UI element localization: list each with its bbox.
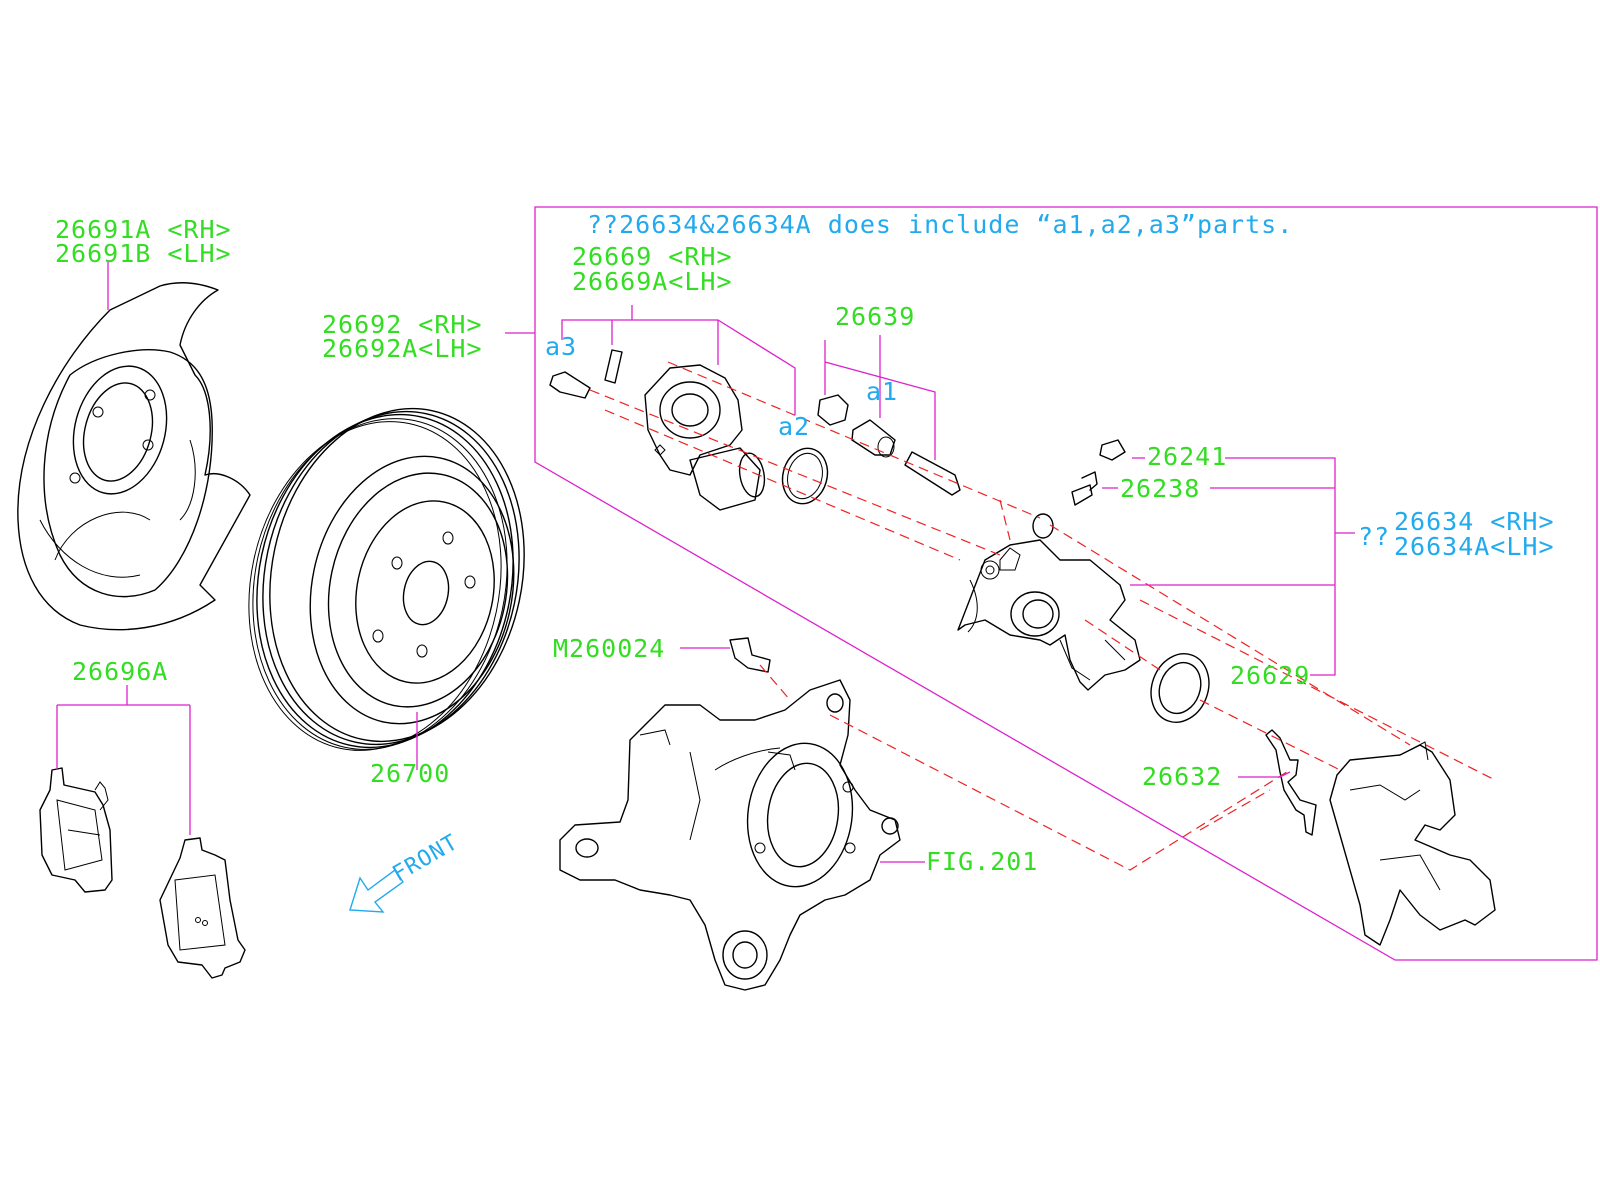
label-26669: 26669 <RH> [572, 242, 733, 271]
label-26238: 26238 [1120, 474, 1200, 503]
small-parts-drawing [549, 349, 1210, 723]
dash-line-lower [604, 409, 1496, 781]
label-26629: 26629 [1230, 661, 1310, 690]
label-26634a: 26634A<LH> [1394, 532, 1555, 561]
front-arrow-icon [349, 868, 404, 913]
label-m260024: M260024 [553, 634, 665, 663]
dash-line-seal [1084, 619, 1341, 771]
caliper-drawing [957, 513, 1141, 691]
labels: 26691A <RH> 26691B <LH> 26692 <RH> 26692… [55, 210, 1555, 887]
label-a1: a1 [866, 377, 898, 406]
label-front: FRONT [389, 830, 463, 887]
pad-clip-drawing [1265, 729, 1317, 836]
label-fig201: FIG.201 [926, 847, 1038, 876]
label-26700: 26700 [370, 759, 450, 788]
label-26241: 26241 [1147, 442, 1227, 471]
label-26691a: 26691A <RH> [55, 215, 232, 244]
label-qq: ?? [1358, 522, 1390, 551]
label-a2: a2 [778, 412, 810, 441]
caliper-bracket-drawing [1329, 741, 1496, 946]
dashed-assembly-lines [589, 361, 1496, 871]
label-26669a: 26669A<LH> [572, 267, 733, 296]
note-text: ??26634&26634A does include “a1,a2,a3”pa… [587, 210, 1293, 239]
label-26692: 26692 <RH> [322, 310, 483, 339]
label-26691b: 26691B <LH> [55, 239, 232, 268]
label-26692a: 26692A<LH> [322, 334, 483, 363]
dash-line-knuckle [759, 664, 1291, 871]
label-26639: 26639 [835, 302, 915, 331]
brake-pads-drawing [39, 767, 246, 979]
knuckle-drawing [559, 679, 901, 991]
brake-rotor-drawing [248, 407, 525, 751]
backing-plate-drawing [17, 282, 251, 631]
leader-lines [56, 206, 1598, 961]
label-26696a: 26696A [72, 657, 168, 686]
dash-line-upper [589, 361, 1411, 746]
label-26634: 26634 <RH> [1394, 507, 1555, 536]
parking-motor-drawing [644, 364, 766, 511]
label-26632: 26632 [1142, 762, 1222, 791]
label-a3: a3 [545, 332, 577, 361]
